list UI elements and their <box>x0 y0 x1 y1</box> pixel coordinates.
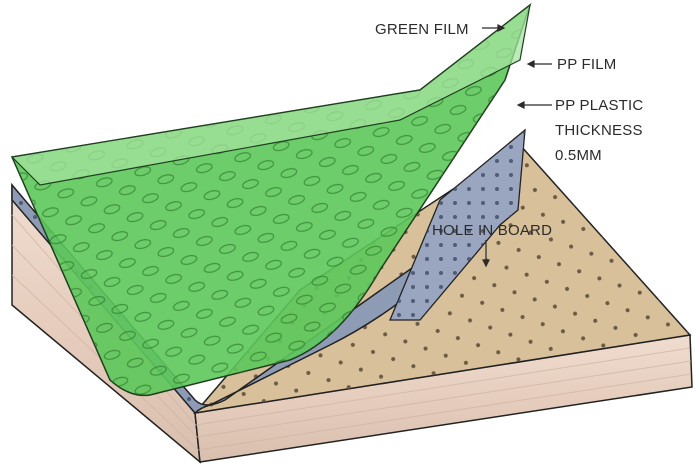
label-thickness: THICKNESS <box>555 122 643 139</box>
label-hole-in-board: HOLE IN BOARD <box>432 222 553 239</box>
label-thickness-value: 0.5MM <box>555 147 602 164</box>
label-pp-plastic: PP PLASTIC <box>555 97 644 114</box>
label-pp-film: PP FILM <box>557 56 617 73</box>
label-green-film: GREEN FILM <box>375 21 469 38</box>
green-film-upper-layer <box>10 3 531 186</box>
